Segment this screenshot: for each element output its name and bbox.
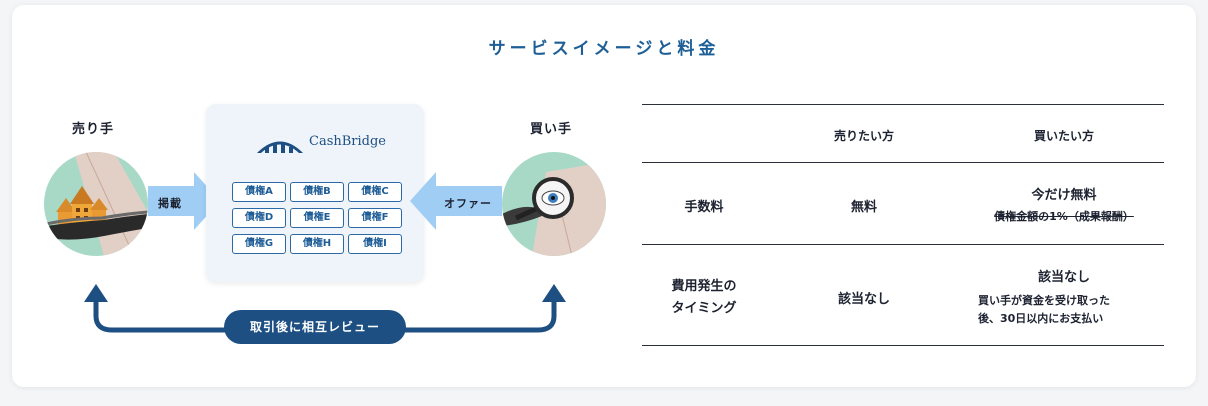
listing-label: 掲載: [158, 197, 182, 210]
bond-item: 債権A: [232, 182, 286, 202]
offer-arrow: [410, 172, 502, 230]
cashbridge-logo-icon: [257, 141, 303, 153]
timing-seller: 該当なし: [837, 292, 890, 307]
fee-seller: 無料: [850, 200, 877, 215]
mutual-review-badge: 取引後に相互レビュー: [224, 310, 406, 344]
bond-item: 債権F: [348, 208, 402, 228]
bond-item: 債権H: [290, 234, 344, 254]
seller-illustration: [44, 152, 148, 256]
table-rule: [642, 104, 1164, 105]
table-rule: [642, 162, 1164, 163]
house-in-hand-icon: [44, 152, 148, 256]
header-seller: 売りたい方: [833, 129, 894, 143]
row-label-timing: 費用発生の タイミング: [671, 279, 737, 316]
bond-item: 債権G: [232, 234, 286, 254]
bond-item: 債権E: [290, 208, 344, 228]
bond-item: 債権C: [348, 182, 402, 202]
bond-grid: 債権A 債権B 債権C 債権D 債権E 債権F 債権G 債権H 債権I: [232, 182, 402, 254]
offer-label: オファー: [444, 197, 492, 210]
buyer-illustration: [502, 152, 606, 256]
magnifier-eye-icon: [502, 162, 606, 256]
platform-name: CashBridge: [309, 134, 387, 149]
platform-panel: CashBridge 債権A 債権B 債権C 債権D 債権E 債権F 債権G 債…: [206, 104, 424, 282]
fee-buyer: 今だけ無料: [1031, 188, 1097, 203]
bond-item: 債権I: [348, 234, 402, 254]
bond-item: 債権D: [232, 208, 286, 228]
buyer-label: 買い手: [530, 122, 573, 137]
timing-buyer-detail: 買い手が資金を受け取った 後、30日以内にお支払い: [978, 294, 1110, 325]
table-rule: [642, 244, 1164, 245]
page-title: サービスイメージと料金: [488, 39, 720, 59]
fee-buyer-regular: 債権金額の1%（成果報酬）: [994, 210, 1134, 223]
header-buyer: 買いたい方: [1033, 129, 1094, 143]
row-label-fee: 手数料: [684, 200, 724, 215]
table-rule: [642, 345, 1164, 346]
seller-label: 売り手: [72, 122, 115, 137]
timing-buyer: 該当なし: [1037, 270, 1090, 285]
bond-item: 債権B: [290, 182, 344, 202]
